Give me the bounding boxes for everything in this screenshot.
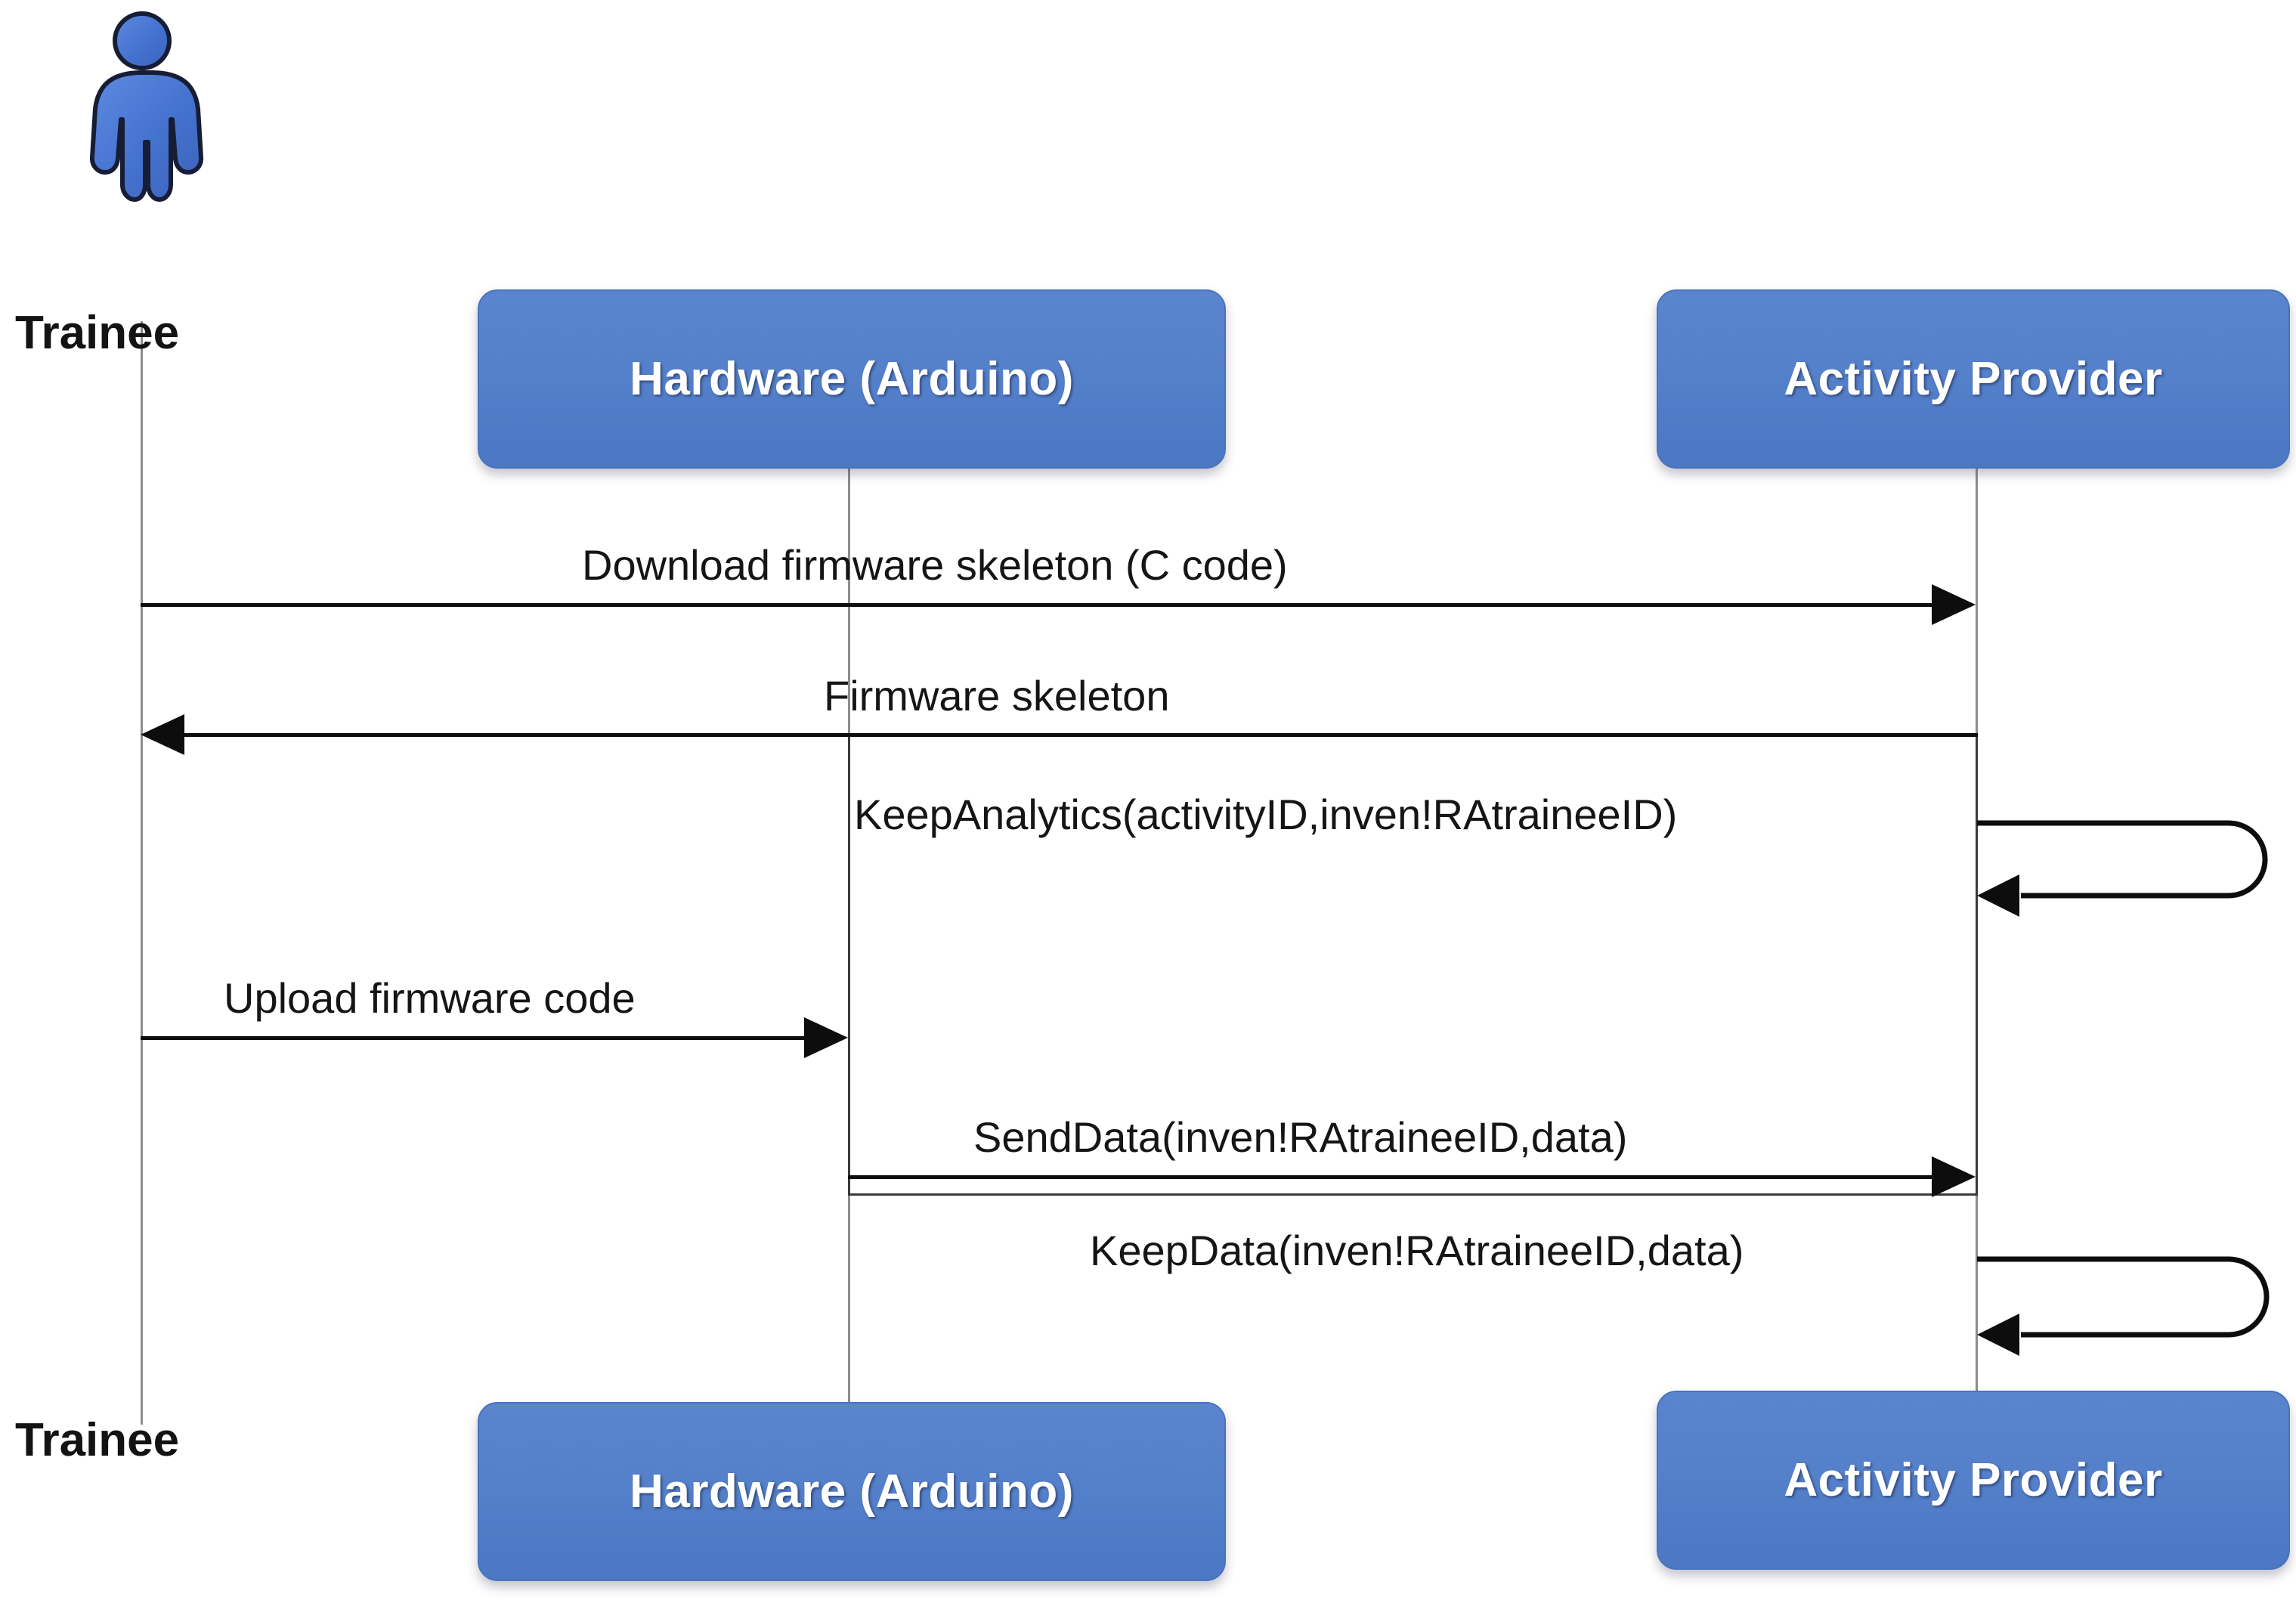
participant-box-activity-provider-top[interactable]: Activity Provider — [1657, 289, 2290, 469]
message-label-upload-firmware-code: Upload firmware code — [224, 974, 636, 1022]
participant-label-activity-provider-bottom: Activity Provider — [1784, 1454, 2163, 1506]
arrowhead-firmware-skeleton — [141, 714, 184, 755]
self-message-loop-keep-data — [1976, 1239, 2293, 1383]
arrowhead-send-data — [1932, 1156, 1976, 1197]
participant-box-hardware-bottom[interactable]: Hardware (Arduino) — [478, 1402, 1226, 1581]
participant-label-hardware-bottom: Hardware (Arduino) — [630, 1465, 1074, 1518]
message-line-send-data — [848, 1175, 1933, 1179]
message-label-firmware-skeleton: Firmware skeleton — [824, 672, 1170, 720]
participant-box-activity-provider-bottom[interactable]: Activity Provider — [1657, 1391, 2290, 1570]
message-line-download-firmware-skeleton — [141, 603, 1933, 607]
participant-label-activity-provider-top: Activity Provider — [1784, 353, 2163, 405]
participant-label-trainee-bottom: Trainee — [15, 1414, 180, 1466]
message-label-keep-analytics: KeepAnalytics(activityID,inven!RAtrainee… — [854, 791, 1678, 838]
activation-bar-activity-provider — [848, 735, 1978, 1196]
arrowhead-download-firmware-skeleton — [1932, 584, 1976, 625]
participant-label-trainee-top: Trainee — [15, 307, 180, 359]
message-line-upload-firmware-code — [141, 1036, 806, 1040]
message-label-send-data: SendData(inven!RAtraineeID,data) — [973, 1113, 1628, 1161]
self-message-loop-keep-analytics — [1976, 805, 2293, 941]
participant-box-hardware-top[interactable]: Hardware (Arduino) — [478, 289, 1226, 469]
message-label-download-firmware-skeleton: Download firmware skeleton (C code) — [582, 541, 1288, 589]
lifeline-trainee — [141, 321, 143, 1425]
message-line-firmware-skeleton — [184, 733, 1978, 737]
actor-trainee-icon — [59, 9, 225, 206]
participant-label-hardware-top: Hardware (Arduino) — [630, 353, 1074, 405]
arrowhead-upload-firmware-code — [804, 1017, 848, 1058]
message-label-keep-data: KeepData(inven!RAtraineeID,data) — [1090, 1227, 1744, 1274]
